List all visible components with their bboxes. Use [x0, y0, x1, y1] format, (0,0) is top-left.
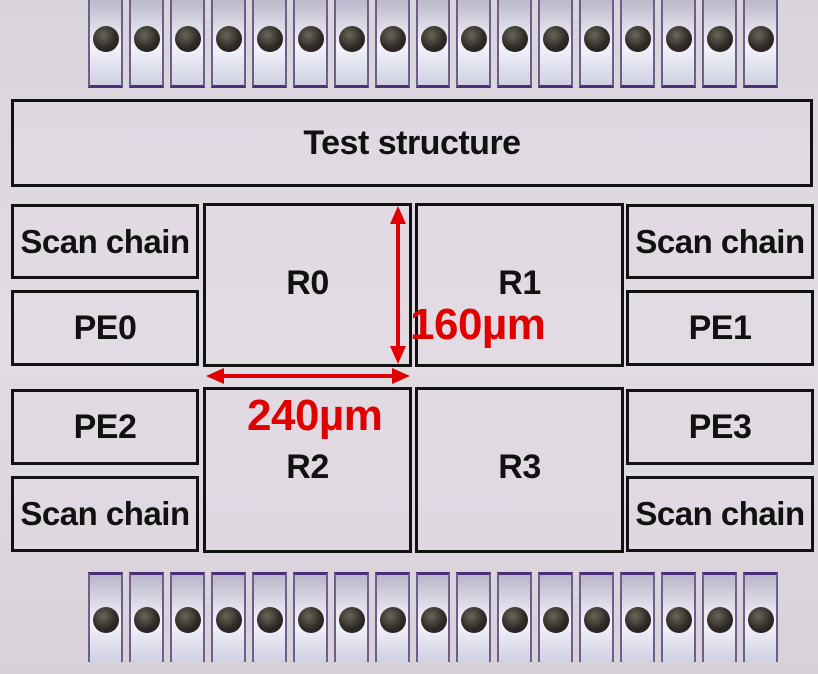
height-arrow-head-down [390, 346, 406, 364]
width-arrow-head-left [206, 368, 224, 384]
width-arrow-head-right [392, 368, 410, 384]
width-dimension-label: 240µm [247, 391, 382, 441]
height-arrow-head-up [390, 206, 406, 224]
height-dimension-label: 160µm [410, 300, 545, 350]
